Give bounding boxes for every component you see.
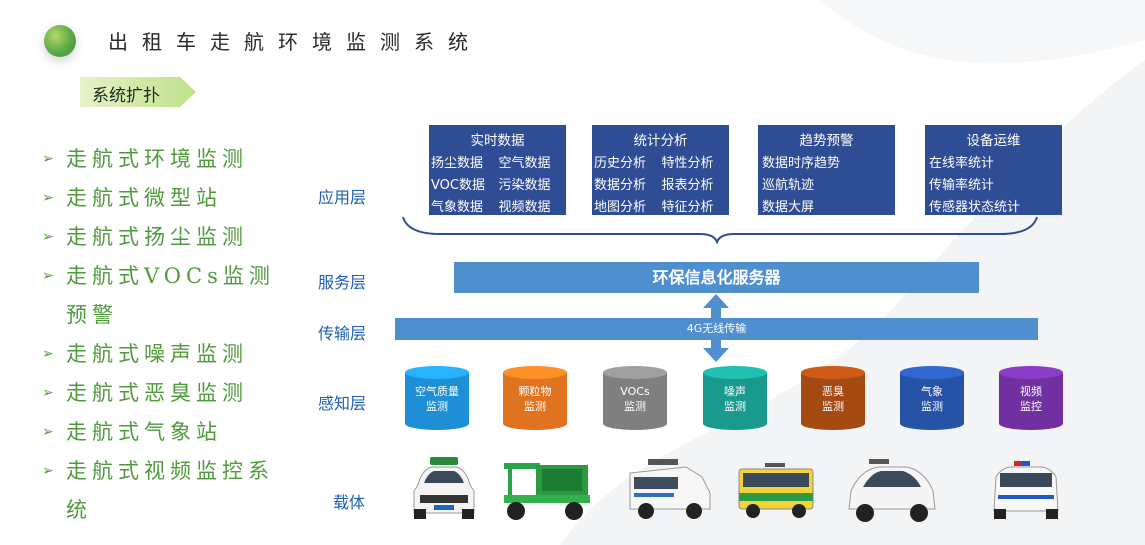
sensor-cylinder: 噪声 监测 — [703, 366, 767, 430]
app-box: 实时数据扬尘数据空气数据 VOC数据污染数据气象数据视频数据 — [429, 125, 566, 215]
app-box-item: 扬尘数据 — [431, 156, 484, 171]
sensor-label: 恶臭 监测 — [822, 385, 844, 413]
tag-arrow-shape — [80, 77, 196, 107]
server-bar: 环保信息化服务器 — [454, 262, 979, 293]
feature-list-item: ➢ 走航式噪声监测 — [42, 335, 302, 374]
app-box-item: 特性分析 — [661, 156, 714, 171]
electric-tricycle-icon — [504, 463, 590, 520]
sensor-label: 空气质量 监测 — [415, 385, 459, 413]
sensor-label: 颗粒物 监测 — [518, 385, 552, 413]
app-box-title: 趋势预警 — [799, 133, 854, 149]
sensor-cylinder: 恶臭 监测 — [801, 366, 865, 430]
layer-label-carrier: 载体 — [333, 493, 366, 512]
section-tag: 系统扩扑 — [80, 77, 196, 107]
feature-list-item: ➢ 走航式微型站 — [42, 179, 302, 218]
sensor-label: 气象 监测 — [921, 385, 943, 413]
app-box-item: 空气数据 — [498, 156, 551, 171]
bus-icon — [738, 463, 814, 518]
feature-list-item: ➢ 走航式环境监测 — [42, 140, 302, 179]
van-icon — [629, 459, 711, 519]
sensor-cylinder: 气象 监测 — [900, 366, 964, 430]
layer-label-service: 服务层 — [318, 273, 367, 292]
feature-label: 走航式环境监测 — [66, 147, 248, 171]
sensor-cylinder: 视频 监控 — [999, 366, 1063, 430]
feature-label: 走航式气象站 — [66, 420, 222, 444]
app-box-item: 气象数据 — [431, 200, 484, 215]
bullet-arrow-icon: ➢ — [42, 424, 54, 440]
layer-label-perception: 感知层 — [318, 394, 367, 413]
sensor-cylinder: VOCs 监测 — [603, 366, 667, 430]
app-box-item: 传输率统计 — [929, 178, 995, 193]
feature-list-item: ➢ 走航式气象站 — [42, 413, 302, 452]
sensor-label: VOCs 监测 — [620, 385, 650, 413]
police-car-icon — [993, 461, 1059, 519]
sensor-label: 噪声 监测 — [724, 385, 746, 413]
bullet-arrow-icon: ➢ — [42, 151, 54, 167]
bullet-arrow-icon: ➢ — [42, 190, 54, 206]
layer-label-transport: 传输层 — [318, 324, 367, 343]
app-box-item: 巡航轨迹 — [762, 178, 815, 193]
suv-icon — [848, 459, 936, 522]
app-box-title: 设备运维 — [966, 133, 1021, 149]
app-box-item: 数据大屏 — [762, 200, 815, 215]
app-box-item: 历史分析 — [594, 156, 647, 171]
app-box: 趋势预警数据时序趋势巡航轨迹数据大屏 — [758, 125, 895, 215]
feature-list-item: ➢ 走航式VOCs监测预警 — [42, 257, 302, 335]
feature-label: 走航式微型站 — [66, 186, 222, 210]
feature-list-item: ➢ 走航式恶臭监测 — [42, 374, 302, 413]
feature-label: 走航式恶臭监测 — [66, 381, 248, 405]
bullet-arrow-icon: ➢ — [42, 385, 54, 401]
title-dot — [44, 25, 76, 57]
app-box-item: 在线率统计 — [929, 156, 995, 171]
sensor-cylinder: 颗粒物 监测 — [503, 366, 567, 430]
bullet-arrow-icon: ➢ — [42, 229, 54, 245]
feature-label: 走航式视频监控系统 — [66, 459, 274, 522]
app-box-item: VOC数据 — [431, 178, 485, 193]
app-box-item: 传感器状态统计 — [929, 200, 1021, 215]
sensor-cylinder: 空气质量 监测 — [405, 366, 469, 430]
app-box: 设备运维在线率统计传输率统计传感器状态统计 — [925, 125, 1062, 215]
feature-label: 走航式扬尘监测 — [66, 225, 248, 249]
application-brace — [402, 216, 1038, 244]
feature-list-item: ➢ 走航式扬尘监测 — [42, 218, 302, 257]
feature-label: 走航式VOCs监测预警 — [66, 264, 275, 327]
app-box-item: 特征分析 — [661, 200, 714, 215]
sensor-label: 视频 监控 — [1020, 385, 1042, 413]
app-box-item: 地图分析 — [594, 200, 647, 215]
section-tag-label: 系统扩扑 — [92, 86, 160, 106]
app-box-title: 统计分析 — [633, 133, 688, 149]
layer-label-application: 应用层 — [318, 188, 367, 207]
feature-list-item: ➢ 走航式视频监控系统 — [42, 452, 302, 530]
bullet-arrow-icon: ➢ — [42, 268, 54, 284]
feature-label: 走航式噪声监测 — [66, 342, 248, 366]
bullet-arrow-icon: ➢ — [42, 346, 54, 362]
bullet-arrow-icon: ➢ — [42, 463, 54, 479]
page-title: 出租车走航环境监测系统 — [108, 30, 482, 54]
taxi-icon — [413, 457, 475, 519]
app-box-title: 实时数据 — [470, 133, 525, 149]
app-box-item: 数据时序趋势 — [762, 156, 841, 171]
app-box-item: 污染数据 — [498, 178, 551, 193]
app-box-item: 视频数据 — [498, 200, 551, 215]
feature-list: ➢ 走航式环境监测 ➢ 走航式微型站 ➢ 走航式扬尘监测 ➢ 走航式VOCs监测预警 ➢ 走航式噪… — [42, 140, 302, 530]
app-box: 统计分析历史分析特性分析数据分析报表分析地图分析特征分析 — [592, 125, 729, 215]
app-box-item: 报表分析 — [661, 178, 714, 193]
transport-bar: 4G无线传输 — [395, 318, 1038, 340]
app-box-item: 数据分析 — [594, 178, 647, 193]
